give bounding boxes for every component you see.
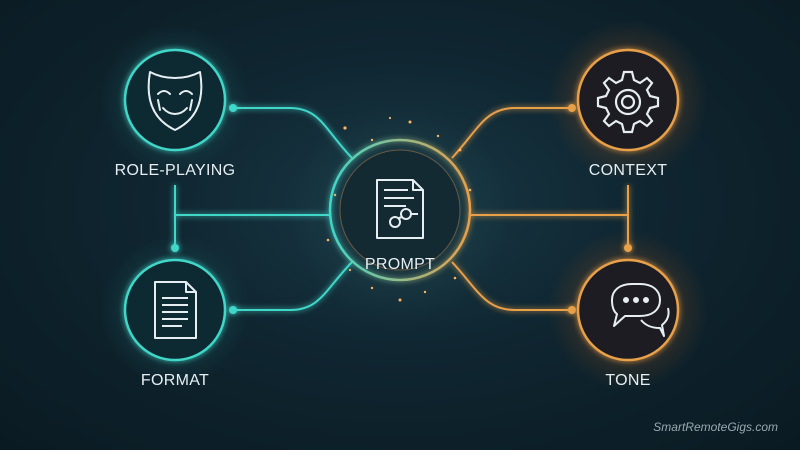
label-format: FORMAT <box>140 372 210 389</box>
connector-format <box>233 261 353 311</box>
prompt-document-icon <box>376 179 424 239</box>
node-format <box>123 258 227 362</box>
theater-mask-icon <box>147 71 203 131</box>
connector-tone <box>451 261 572 311</box>
endpoint-dot <box>171 244 179 252</box>
label-tone: TONE <box>605 372 651 389</box>
sparkle-particles <box>326 116 472 302</box>
speech-bubbles-icon <box>611 283 670 337</box>
endpoint-dot <box>229 306 237 314</box>
label-prompt: PROMPT <box>364 256 436 273</box>
node-ring <box>123 48 227 152</box>
endpoint-dot <box>568 306 576 314</box>
connector-lines <box>174 107 629 311</box>
node-ring <box>576 258 680 362</box>
node-role-playing <box>123 48 227 152</box>
document-icon <box>154 281 197 339</box>
endpoint-dot <box>624 244 632 252</box>
node-tone <box>576 258 680 362</box>
label-context: CONTEXT <box>588 162 668 179</box>
node-ring <box>123 258 227 362</box>
node-ring <box>576 48 680 152</box>
node-context <box>576 48 680 152</box>
node-prompt <box>328 138 472 282</box>
endpoint-dot <box>568 104 576 112</box>
watermark-text: SmartRemoteGigs.com <box>653 420 778 434</box>
connector-context <box>451 107 572 159</box>
label-role-playing: ROLE-PLAYING <box>114 162 236 179</box>
endpoint-dot <box>229 104 237 112</box>
gear-icon <box>596 70 660 134</box>
outer-ring <box>328 138 472 282</box>
connector-role <box>233 107 353 159</box>
inner-disc <box>339 149 461 271</box>
